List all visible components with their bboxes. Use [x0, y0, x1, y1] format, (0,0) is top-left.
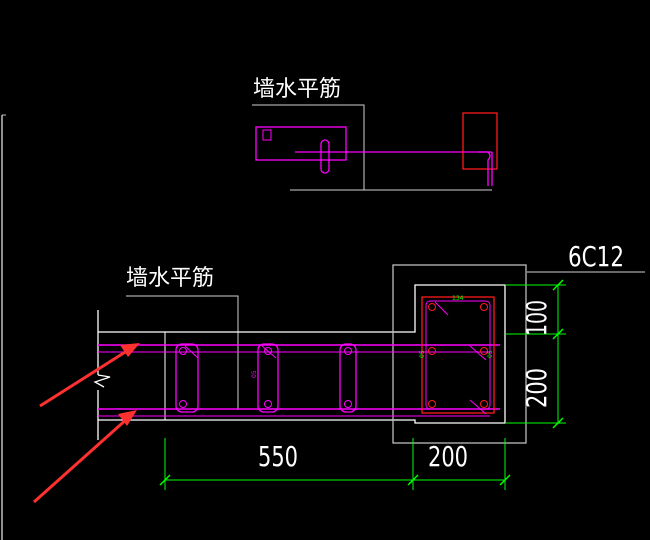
column-bar-dot [480, 303, 488, 311]
dimension-lines: 550 200 100 200 [159, 279, 566, 490]
mid-label-leader [126, 295, 239, 410]
wall-bar-dot [344, 347, 352, 355]
wall-bar-dot [179, 347, 187, 355]
wall-break-zigzag [93, 374, 111, 388]
dim-right-lower: 200 [520, 368, 553, 408]
annotation-arrowhead-1 [120, 343, 140, 357]
dim-wall-length: 550 [258, 440, 298, 473]
wall-stirrup-1 [175, 343, 199, 413]
dim-tick [552, 417, 564, 429]
wall-stirrup-hook [261, 345, 277, 359]
top-label-leader [252, 104, 365, 191]
upper-detail: 墙水平筋 [252, 77, 498, 191]
column-box [392, 264, 527, 444]
wall-stirrup-hook [184, 345, 199, 359]
upper-column-red [462, 112, 498, 170]
column-hook [469, 399, 487, 415]
wall-stirrup-2 [257, 343, 279, 413]
dim-right-upper: 100 [520, 300, 553, 336]
upper-hook-left [255, 126, 347, 161]
mid-label: 墙水平筋 [126, 266, 214, 291]
column-bar-dot [480, 347, 488, 355]
tiny-mark-stirrup: 05 [251, 370, 258, 378]
column-stirrup [421, 296, 495, 414]
column-bar-dot [428, 303, 436, 311]
wall-outline-top [98, 284, 506, 424]
wall-bar-dot [344, 400, 352, 408]
column-bar-dot [480, 400, 488, 408]
annotation-arrowhead-2 [118, 410, 137, 426]
dim-column-width: 200 [428, 440, 468, 473]
upper-hook-left-inner [262, 129, 272, 141]
dim-tick [552, 328, 564, 340]
dim-tick [499, 474, 511, 486]
column-bar-dot [428, 400, 436, 408]
dim-tick [552, 279, 564, 291]
tiny-mark-left: 05 [419, 350, 426, 358]
dim-tick [407, 474, 419, 486]
wall-bar-dot [179, 400, 187, 408]
wall-bar-dot [264, 400, 272, 408]
tiny-mark-right: 05 [487, 350, 494, 358]
column-bar-dot [428, 347, 436, 355]
wall-bar-dot [264, 347, 272, 355]
tiny-mark-top: 134 [452, 295, 464, 302]
rebar-spec-label: 6C12 [568, 240, 624, 273]
main-plan: 墙水平筋 05 [93, 264, 527, 444]
annotation-arrow-1 [39, 347, 131, 408]
column-inner-magenta [425, 300, 491, 410]
column-hook [434, 301, 449, 316]
wall-stirrup-3 [339, 343, 357, 413]
upper-hook-right [478, 151, 491, 186]
column-hook [469, 345, 487, 361]
dim-tick [159, 474, 171, 486]
upper-hook-pin [320, 139, 330, 174]
annotation-arrows [33, 343, 140, 504]
top-label: 墙水平筋 [253, 77, 341, 102]
annotation-arrow-2 [33, 416, 129, 504]
